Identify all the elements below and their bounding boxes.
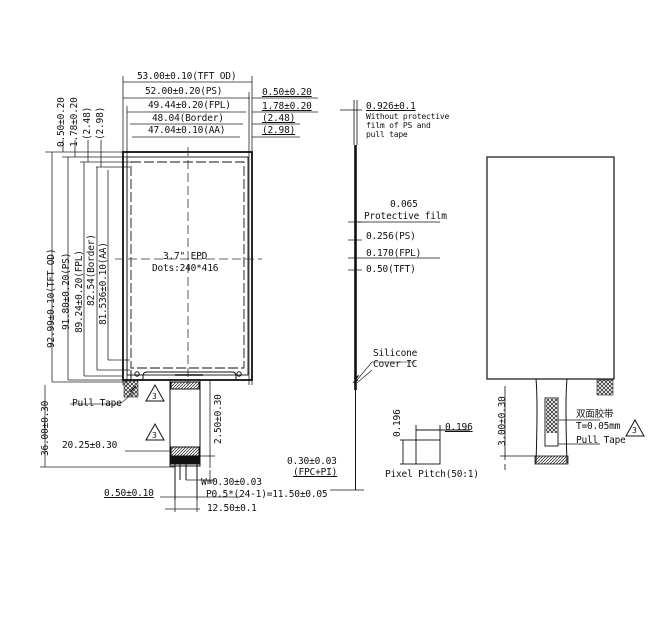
pixel-height-dim: 0.196 xyxy=(392,409,403,437)
top-margin-fpl: 1.78±0.20 xyxy=(69,97,80,147)
silicone-label: Silicone xyxy=(373,348,418,359)
pull-tape-label-front: Pull Tape xyxy=(72,398,122,409)
border-height: 82.54(Border) xyxy=(86,234,97,306)
resolution-label: Dots:240*416 xyxy=(152,263,219,274)
total-height-dim: 36.00±0.30 xyxy=(40,400,51,456)
right-margin-fpl: 1.78±0.20 xyxy=(262,101,312,112)
fpl-height: 89.24±0.20(FPL) xyxy=(74,250,85,333)
aa-width: 47.04±0.10(AA) xyxy=(148,125,226,136)
ps-height: 91.80±0.20(PS) xyxy=(61,252,72,330)
fpc-width-dim: 12.50±0.1 xyxy=(207,503,257,514)
pin-width-dim: W=0.30±0.03 xyxy=(201,477,262,488)
ps-thickness: 0.256(PS) xyxy=(366,231,416,242)
thickness-note-2: film of PS and xyxy=(366,121,431,130)
fpl-thickness: 0.170(FPL) xyxy=(366,248,422,259)
edge-margin-dim: 0.50±0.10 xyxy=(104,488,154,499)
double-sided-tape-label: 双面胶带 xyxy=(576,409,614,420)
aa-height: 81.536±0.10(AA) xyxy=(98,242,109,325)
note-3-icon-back: 3 xyxy=(632,426,637,435)
top-margin-aa: (2.98) xyxy=(95,106,106,140)
top-margin-ps: 0.50±0.20 xyxy=(56,97,67,147)
protective-film-thickness: 0.065 xyxy=(390,199,418,210)
fpl-width: 49.44±0.20(FPL) xyxy=(148,100,231,111)
note-3-icon-2: 3 xyxy=(152,431,157,440)
thickness-note-1: Without protective xyxy=(366,112,450,121)
note-3-icon: 3 xyxy=(152,392,157,401)
cover-ic-label: Cover IC xyxy=(373,359,418,370)
ps-width: 52.00±0.20(PS) xyxy=(145,86,223,97)
tft-thickness: 0.50(TFT) xyxy=(366,264,416,275)
protective-film-label: Protective film xyxy=(364,211,447,222)
border-width: 48.04(Border) xyxy=(152,113,224,124)
fpc-stiffener-dim: 2.50±0.30 xyxy=(213,394,224,444)
right-margin-border: (2.48) xyxy=(262,113,296,124)
fpc-height-dim: 3.00±0.30 xyxy=(497,396,508,446)
fpc-offset-dim: 20.25±0.30 xyxy=(62,440,118,451)
total-thickness-dim: 0.926±0.1 xyxy=(366,101,416,112)
pull-tape-label-back: Pull Tape xyxy=(576,435,626,446)
display-size-label: 3.7" EPD xyxy=(163,251,208,262)
tape-thickness-label: T=0.05mm xyxy=(576,421,621,432)
thickness-note-3: pull tape xyxy=(366,130,408,139)
tft-od-height: 92.99±0.10(TFT OD) xyxy=(46,248,57,348)
pixel-pitch-caption: Pixel Pitch(50:1) xyxy=(385,469,479,480)
fpc-thickness-dim: 0.30±0.03 xyxy=(287,456,337,467)
top-margin-border: (2.48) xyxy=(82,106,93,140)
right-margin-aa: (2.98) xyxy=(262,125,296,136)
pixel-width-dim: 0.196 xyxy=(445,422,473,433)
tft-od-width: 53.00±0.10(TFT OD) xyxy=(137,71,237,82)
right-margin-ps: 0.50±0.20 xyxy=(262,87,312,98)
fpc-pi-label: (FPC+PI) xyxy=(293,467,338,478)
pin-pitch-dim: P0.5*(24-1)=11.50±0.05 xyxy=(206,489,328,500)
